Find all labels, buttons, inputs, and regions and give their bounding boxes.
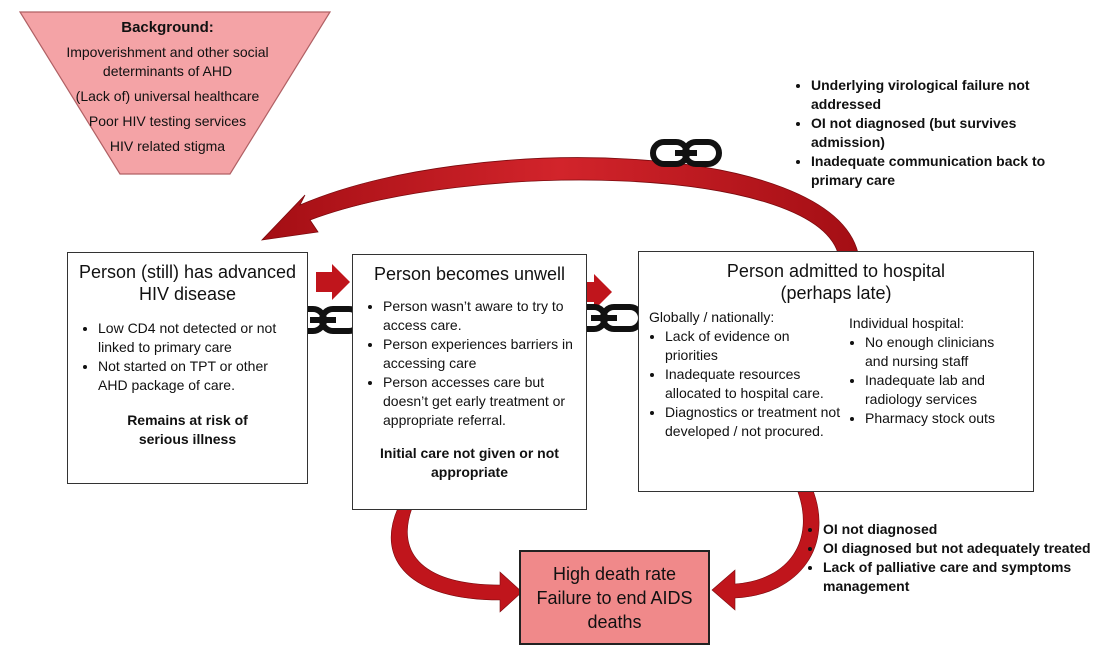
outcome-box: High death rate Failure to end AIDS deat…: [519, 550, 710, 645]
hospital-to-outcome-arrow: [711, 487, 820, 611]
unwell-to-outcome-arrow: [390, 507, 523, 613]
advanced-hiv-note: Remains at risk of serious illness: [127, 412, 248, 447]
list-item: Pharmacy stock outs: [865, 409, 1019, 428]
readmission-notes: Underlying virological failure not addre…: [783, 76, 1083, 190]
background-item: Impoverishment and other social determin…: [66, 44, 269, 79]
list-item: Diagnostics or treatment not developed /…: [665, 403, 841, 441]
list-item: Not started on TPT or other AHD package …: [98, 357, 297, 395]
list-item: OI not diagnosed: [823, 520, 1093, 539]
hospital-column: Individual hospital: No enough clinician…: [849, 308, 1019, 441]
becomes-unwell-list: Person wasn’t aware to try to access car…: [363, 297, 576, 430]
hospital-columns: Globally / nationally: Lack of evidence …: [649, 308, 1023, 441]
hospital-heading: Individual hospital:: [849, 315, 965, 331]
global-list: Lack of evidence on priorities Inadequat…: [649, 327, 841, 441]
list-item: Low CD4 not detected or not linked to pr…: [98, 319, 297, 357]
list-item: Inadequate lab and radiology services: [865, 371, 1019, 409]
list-item: Lack of evidence on priorities: [665, 327, 841, 365]
background-item: (Lack of) universal healthcare: [75, 88, 260, 104]
hospital-admission-title: Person admitted to hospital (perhaps lat…: [726, 261, 946, 303]
list-item: OI not diagnosed (but survives admission…: [811, 114, 1083, 152]
background-funnel: [18, 11, 332, 175]
background-item: Poor HIV testing services: [88, 113, 247, 129]
hospital-list: No enough clinicians and nursing staff I…: [849, 333, 1019, 428]
list-item: Lack of palliative care and symptoms man…: [823, 558, 1093, 596]
becomes-unwell-title: Person becomes unwell: [373, 264, 566, 284]
list-item: Person accesses care but doesn’t get ear…: [383, 373, 576, 430]
outcome-line-1: High death rate: [552, 564, 677, 584]
advanced-hiv-list: Low CD4 not detected or not linked to pr…: [78, 319, 297, 395]
background-panel: Background: Impoverishment and other soc…: [45, 18, 290, 162]
list-item: Inadequate communication back to primary…: [811, 152, 1083, 190]
list-item: Inadequate resources allocated to hospit…: [665, 365, 841, 403]
list-item: OI diagnosed but not adequately treated: [823, 539, 1093, 558]
background-item: HIV related stigma: [109, 138, 226, 154]
becomes-unwell-box: Person becomes unwell Person wasn’t awar…: [352, 254, 587, 510]
outcome-line-2: Failure to end AIDS deaths: [536, 588, 693, 632]
hospital-admission-box: Person admitted to hospital (perhaps lat…: [638, 251, 1034, 492]
becomes-unwell-note: Initial care not given or not appropriat…: [380, 445, 559, 480]
death-cause-notes: OI not diagnosed OI diagnosed but not ad…: [795, 520, 1093, 596]
background-title: Background:: [121, 19, 214, 36]
chain-link-top: [650, 139, 722, 167]
forward-arrow-1: [316, 264, 350, 300]
list-item: Person experiences barriers in accessing…: [383, 335, 576, 373]
return-arc-arrow: [260, 157, 859, 254]
list-item: Underlying virological failure not addre…: [811, 76, 1083, 114]
advanced-hiv-box: Person (still) has advanced HIV disease …: [67, 252, 308, 484]
list-item: Person wasn’t aware to try to access car…: [383, 297, 576, 335]
global-heading: Globally / nationally:: [649, 309, 775, 325]
list-item: No enough clinicians and nursing staff: [865, 333, 1019, 371]
global-column: Globally / nationally: Lack of evidence …: [649, 308, 841, 441]
advanced-hiv-title: Person (still) has advanced HIV disease: [78, 262, 297, 304]
